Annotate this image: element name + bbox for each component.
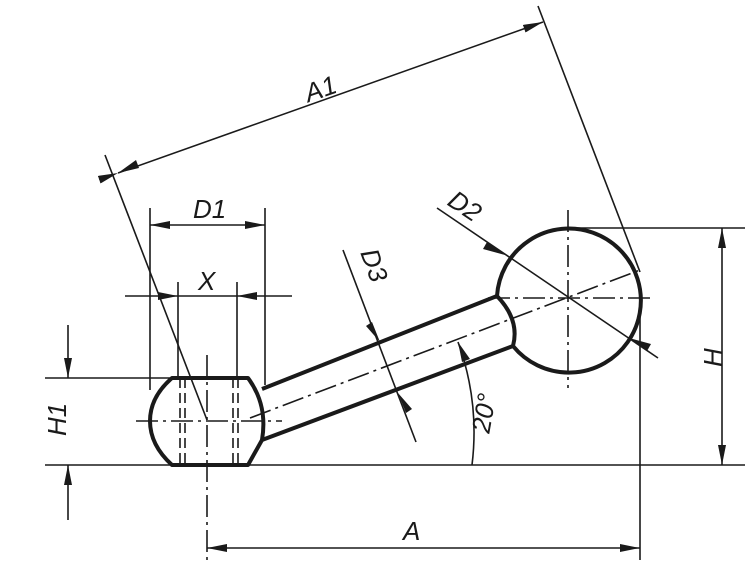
label-d3: D3 [355, 244, 395, 286]
dimension-a [207, 300, 641, 560]
dimension-x [125, 282, 292, 378]
label-a: A [401, 516, 420, 546]
label-a1: A1 [299, 69, 341, 108]
label-h1: H1 [42, 403, 72, 436]
dimension-d3 [342, 249, 417, 443]
dimension-a1 [97, 5, 641, 421]
lever-arm [249, 269, 641, 442]
lever-hub [136, 355, 282, 560]
dimension-angle [457, 341, 475, 466]
label-d1: D1 [193, 194, 226, 224]
label-h: H [698, 348, 728, 367]
label-d2: D2 [443, 184, 488, 228]
dimension-h1 [45, 325, 175, 520]
label-angle: 20° [465, 391, 502, 436]
label-x: X [197, 266, 217, 296]
dimension-h [568, 227, 745, 465]
